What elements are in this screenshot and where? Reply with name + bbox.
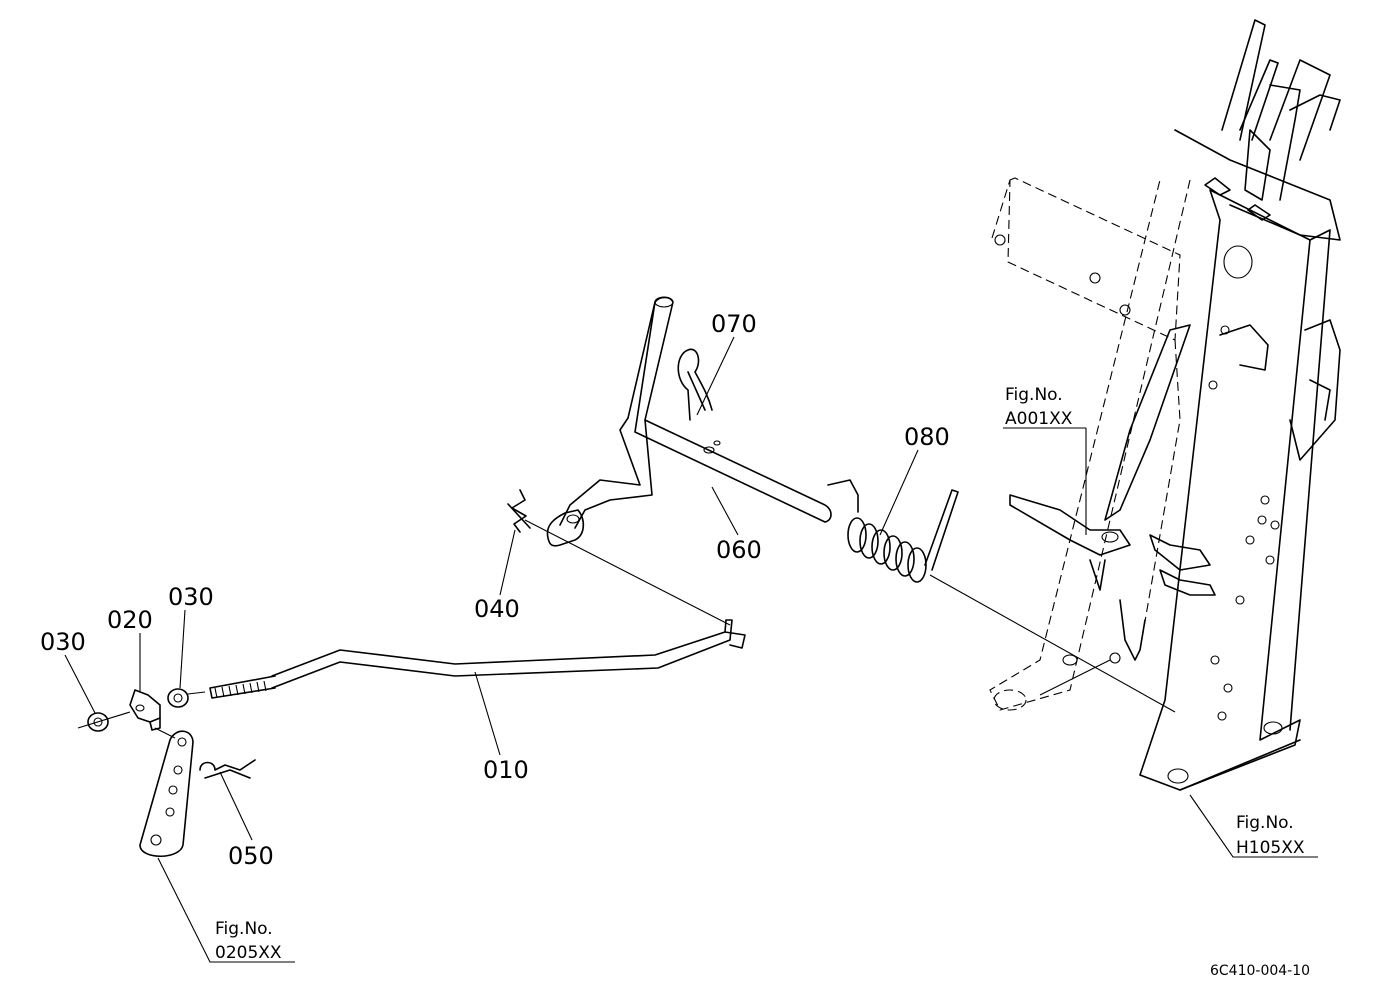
clevis-020	[129, 689, 161, 731]
figure-references: Fig.No. A001XX Fig.No. H105XX Fig.No. 02…	[215, 385, 1305, 963]
spring-080	[827, 479, 959, 583]
callout-labels: 070 080 060 040 010 020 030 030 050	[40, 310, 950, 870]
clip-040	[507, 489, 531, 533]
callout-020: 020	[107, 606, 153, 634]
clip-070	[677, 348, 713, 421]
fig-ref-0205-title: Fig.No.	[215, 919, 273, 939]
callout-leaders	[64, 336, 1318, 963]
callout-060: 060	[716, 536, 762, 564]
callout-030-right: 030	[168, 583, 214, 611]
diagram-code: 6C410-004-10	[1210, 963, 1310, 979]
shaft-060	[546, 296, 832, 547]
assembly-lines	[77, 519, 1176, 739]
frame-assembly	[989, 19, 1341, 791]
callout-070: 070	[711, 310, 757, 338]
fig-ref-a001-title: Fig.No.	[1005, 385, 1063, 405]
fig-ref-0205-number: 0205XX	[215, 943, 282, 963]
callout-010: 010	[483, 756, 529, 784]
nut-030-right	[167, 688, 189, 708]
nut-030-left	[87, 712, 109, 732]
clip-050	[199, 759, 256, 779]
callout-080: 080	[904, 423, 950, 451]
fig-ref-h105-title: Fig.No.	[1236, 813, 1294, 833]
fig-ref-h105-number: H105XX	[1236, 838, 1305, 858]
fig-ref-a001-number: A001XX	[1005, 409, 1073, 429]
rod-010	[209, 619, 746, 699]
callout-050: 050	[228, 842, 274, 870]
callout-030-left: 030	[40, 628, 86, 656]
callout-040: 040	[474, 595, 520, 623]
link-arm	[139, 730, 194, 857]
